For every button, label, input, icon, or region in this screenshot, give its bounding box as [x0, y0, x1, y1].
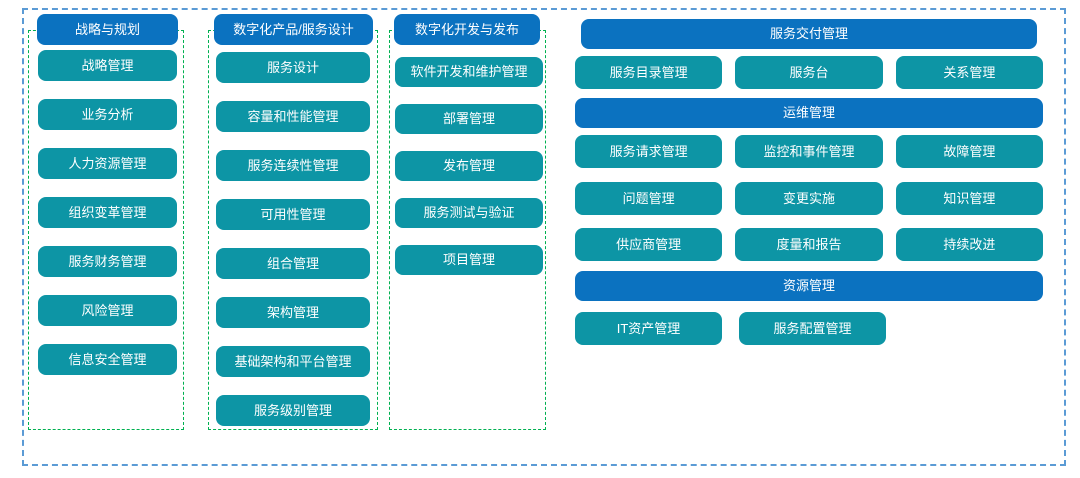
section-header-bar-operations: 运维管理 — [575, 98, 1043, 128]
process-box: 服务测试与验证 — [395, 198, 543, 228]
column-strategy-planning: 战略与规划 战略管理 业务分析 人力资源管理 组织变革管理 服务财务管理 风险管… — [28, 14, 184, 430]
process-box: 架构管理 — [216, 297, 370, 328]
section-header-bar-service-delivery: 服务交付管理 — [581, 19, 1037, 49]
process-box: IT资产管理 — [575, 312, 722, 345]
right-panel: 服务交付管理 服务目录管理 服务台 关系管理 运维管理 服务请求管理 监控和事件… — [575, 19, 1043, 345]
process-box: 项目管理 — [395, 245, 543, 275]
process-box: 信息安全管理 — [38, 344, 177, 375]
process-box: 服务台 — [735, 56, 883, 89]
process-box: 服务目录管理 — [575, 56, 723, 89]
process-box: 可用性管理 — [216, 199, 370, 230]
section-row: 服务目录管理 服务台 关系管理 — [575, 56, 1043, 89]
process-box: 故障管理 — [895, 135, 1043, 168]
process-box: 服务连续性管理 — [216, 150, 370, 181]
process-box: 关系管理 — [895, 56, 1043, 89]
column-items: 服务设计 容量和性能管理 服务连续性管理 可用性管理 组合管理 架构管理 基础架… — [216, 52, 370, 426]
process-box: 持续改进 — [895, 228, 1043, 261]
process-box: 业务分析 — [38, 99, 177, 130]
outer-dashed-frame — [22, 8, 1066, 466]
process-box: 变更实施 — [735, 182, 883, 215]
process-box: 部署管理 — [395, 104, 543, 134]
process-box: 基础架构和平台管理 — [216, 346, 370, 377]
section-row: 问题管理 变更实施 知识管理 — [575, 182, 1043, 215]
column-dev-release: 数字化开发与发布 软件开发和维护管理 部署管理 发布管理 服务测试与验证 项目管… — [389, 14, 546, 430]
section-row: IT资产管理 服务配置管理 — [575, 312, 1043, 345]
column-header: 战略与规划 — [37, 14, 178, 45]
process-box: 度量和报告 — [735, 228, 883, 261]
process-box: 软件开发和维护管理 — [395, 57, 543, 87]
process-box: 战略管理 — [38, 50, 177, 81]
process-box: 发布管理 — [395, 151, 543, 181]
process-box: 容量和性能管理 — [216, 101, 370, 132]
section-row: 供应商管理 度量和报告 持续改进 — [575, 228, 1043, 261]
section-header-bar-resource: 资源管理 — [575, 271, 1043, 301]
process-box: 组织变革管理 — [38, 197, 177, 228]
process-box: 监控和事件管理 — [735, 135, 883, 168]
process-box: 组合管理 — [216, 248, 370, 279]
column-header: 数字化开发与发布 — [394, 14, 540, 45]
process-box: 服务配置管理 — [739, 312, 886, 345]
process-box: 服务设计 — [216, 52, 370, 83]
process-box: 服务请求管理 — [575, 135, 723, 168]
process-box: 风险管理 — [38, 295, 177, 326]
process-box: 问题管理 — [575, 182, 723, 215]
process-box: 服务级别管理 — [216, 395, 370, 426]
section-row: 服务请求管理 监控和事件管理 故障管理 — [575, 135, 1043, 168]
process-box: 供应商管理 — [575, 228, 723, 261]
column-product-service-design: 数字化产品/服务设计 服务设计 容量和性能管理 服务连续性管理 可用性管理 组合… — [208, 14, 378, 430]
process-box: 服务财务管理 — [38, 246, 177, 277]
process-box: 知识管理 — [895, 182, 1043, 215]
process-box: 人力资源管理 — [38, 148, 177, 179]
column-items: 战略管理 业务分析 人力资源管理 组织变革管理 服务财务管理 风险管理 信息安全… — [38, 50, 177, 375]
column-header: 数字化产品/服务设计 — [214, 14, 373, 45]
column-items: 软件开发和维护管理 部署管理 发布管理 服务测试与验证 项目管理 — [395, 57, 543, 275]
